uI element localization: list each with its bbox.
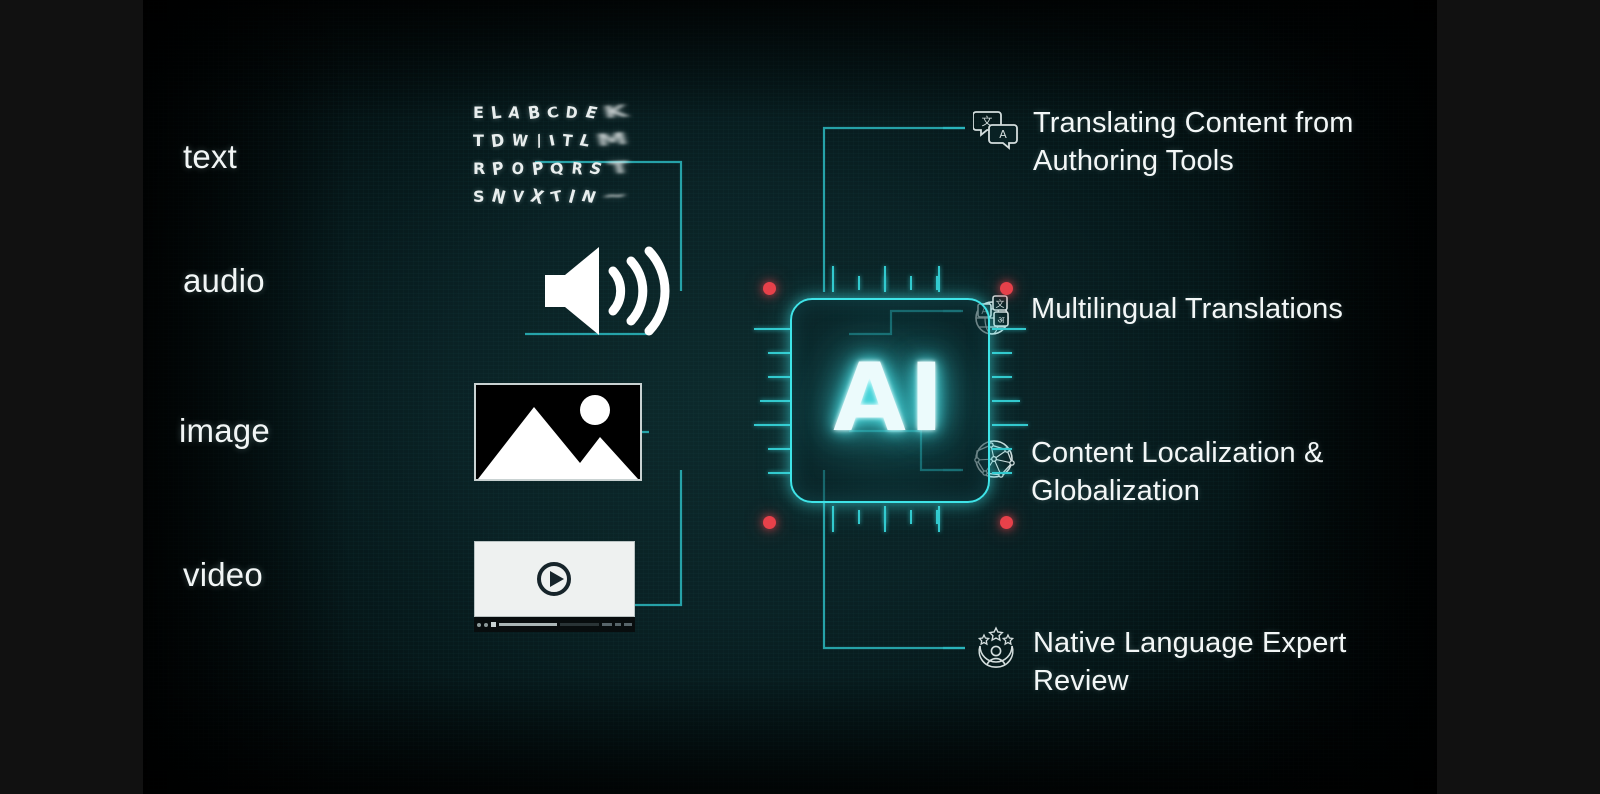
output-label-content-localization: Content Localization & Globalization (1031, 434, 1323, 511)
ai-processor-chip: AI (736, 256, 1036, 544)
video-screen (474, 541, 635, 617)
chip-label: AI (833, 343, 947, 453)
video-volume[interactable] (602, 623, 612, 626)
alphabet-row: S N V X T I N ~ (473, 183, 630, 209)
handwritten-alphabet-icon: E L A B C D E K T D W / I T L M R P (473, 98, 679, 210)
svg-text:A: A (999, 128, 1007, 141)
speaker-sound-icon (541, 243, 673, 344)
alphabet-row: T D W / I T L M (473, 128, 630, 151)
output-line-1: Native Language Expert (1033, 627, 1347, 659)
output-label-translating-content: Translating Content from Authoring Tools (1033, 104, 1353, 181)
video-progress-filled[interactable] (499, 623, 557, 626)
output-line-2: Globalization (1031, 475, 1200, 508)
output-item-translating-content[interactable]: 文 A Translating Content from Authoring T… (972, 104, 1353, 181)
chip-led-bottom-right (1000, 516, 1013, 529)
letterbox-bar-left (0, 0, 143, 794)
output-line-2: Authoring Tools (1033, 145, 1234, 178)
output-line-1: Content Localization & (1031, 437, 1324, 469)
input-label-audio: audio (183, 262, 265, 299)
output-item-native-language-review[interactable]: Native Language Expert Review (973, 624, 1346, 701)
chip-body: AI (790, 298, 990, 503)
video-stop-square[interactable] (491, 622, 496, 627)
video-next-dot[interactable] (484, 622, 488, 627)
letterbox-bar-right (1437, 0, 1600, 794)
video-player-icon (474, 541, 635, 633)
input-label-video: video (183, 556, 263, 593)
output-line-2: Review (1033, 665, 1129, 698)
input-label-image: image (179, 412, 270, 449)
chip-led-top-left (763, 282, 776, 295)
video-seek-track[interactable] (560, 623, 599, 626)
output-item-content-localization[interactable]: Content Localization & Globalization (971, 434, 1323, 511)
video-controls-bar[interactable] (474, 617, 635, 632)
input-label-text: text (183, 138, 237, 175)
output-label-native-language-review: Native Language Expert Review (1033, 624, 1346, 701)
alphabet-row: R P O P Q R S T (473, 157, 632, 179)
svg-text:अ: अ (998, 316, 1006, 326)
image-thumbnail-icon (474, 383, 642, 481)
chip-led-bottom-left (763, 516, 776, 529)
chip-led-top-right (1000, 282, 1013, 295)
video-play-dot[interactable] (477, 622, 481, 627)
alphabet-row: E L A B C D E K (473, 100, 630, 123)
svg-text:文: 文 (982, 114, 993, 128)
svg-text:文: 文 (995, 298, 1004, 310)
globe-network-icon (971, 436, 1017, 482)
video-settings[interactable] (615, 623, 621, 626)
expert-reviewer-badge-icon (973, 626, 1019, 672)
diagram-canvas: text audio image video E L A B C D E K T… (143, 0, 1437, 794)
output-line-1: Translating Content from (1033, 107, 1354, 139)
video-fullscreen[interactable] (624, 623, 632, 626)
translate-speech-bubbles-icon: 文 A (972, 106, 1019, 152)
output-label-multilingual-translations: Multilingual Translations (1031, 293, 1343, 325)
